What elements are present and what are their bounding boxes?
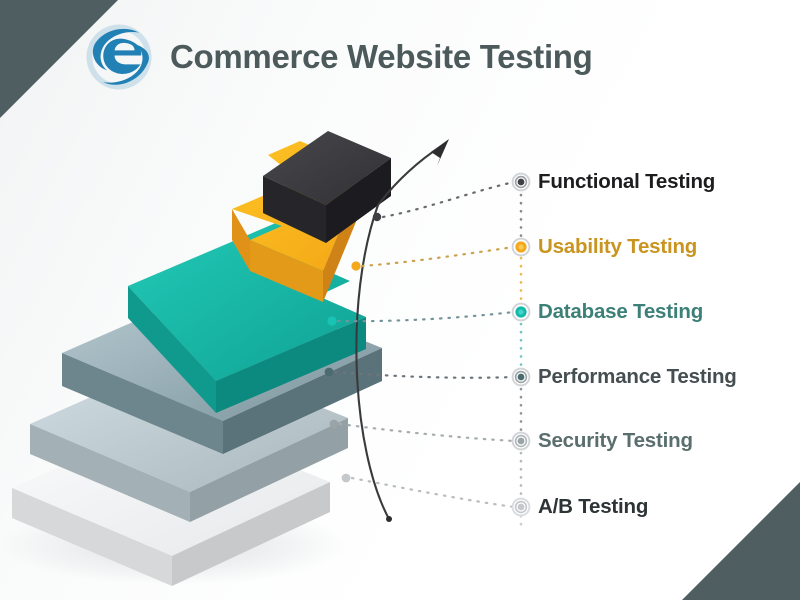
marker-usability[interactable]: [511, 237, 531, 257]
marker-functional[interactable]: [511, 172, 531, 192]
e-globe-logo-icon: [86, 24, 152, 90]
origin-dot-functional: [372, 212, 382, 222]
marker-ab[interactable]: [511, 497, 531, 517]
list-item-label: Usability Testing: [538, 235, 698, 258]
origin-dot-performance: [324, 367, 334, 377]
list-item-ab[interactable]: A/B Testing: [538, 492, 648, 522]
stack-layer-dark-cube: [263, 131, 391, 243]
list-item-functional[interactable]: Functional Testing: [538, 167, 715, 197]
origin-dot-security: [329, 419, 339, 429]
connector-ab: [350, 476, 516, 509]
list-item-label: Performance Testing: [538, 365, 737, 388]
list-item-label: Database Testing: [538, 300, 704, 323]
list-item-security[interactable]: Security Testing: [538, 426, 693, 456]
marker-performance[interactable]: [511, 367, 531, 387]
list-item-usability[interactable]: Usability Testing: [538, 232, 697, 262]
marker-database[interactable]: [511, 302, 531, 322]
origin-dot-usability: [351, 261, 361, 271]
list-item-database[interactable]: Database Testing: [538, 297, 703, 327]
connector-performance: [333, 370, 516, 379]
slide-header: Commerce Website Testing: [82, 20, 593, 94]
origin-dots-group: [324, 212, 382, 483]
list-item-performance[interactable]: Performance Testing: [538, 362, 737, 392]
connector-functional: [381, 180, 516, 219]
connector-lines-group: [333, 180, 516, 509]
list-item-label: A/B Testing: [538, 495, 649, 518]
stack-layer-teal: [128, 222, 366, 413]
curved-up-arrow-icon: [355, 139, 449, 522]
list-item-label: Functional Testing: [538, 170, 716, 193]
list-item-label: Security Testing: [538, 429, 693, 452]
connector-usability: [360, 245, 516, 268]
origin-dot-database: [327, 316, 337, 326]
page-title: Commerce Website Testing: [170, 38, 593, 75]
marker-security[interactable]: [511, 431, 531, 451]
ring-markers-group: [511, 172, 531, 517]
corner-wedge-bottom-right-icon: [682, 482, 800, 600]
origin-dot-ab: [341, 473, 351, 483]
